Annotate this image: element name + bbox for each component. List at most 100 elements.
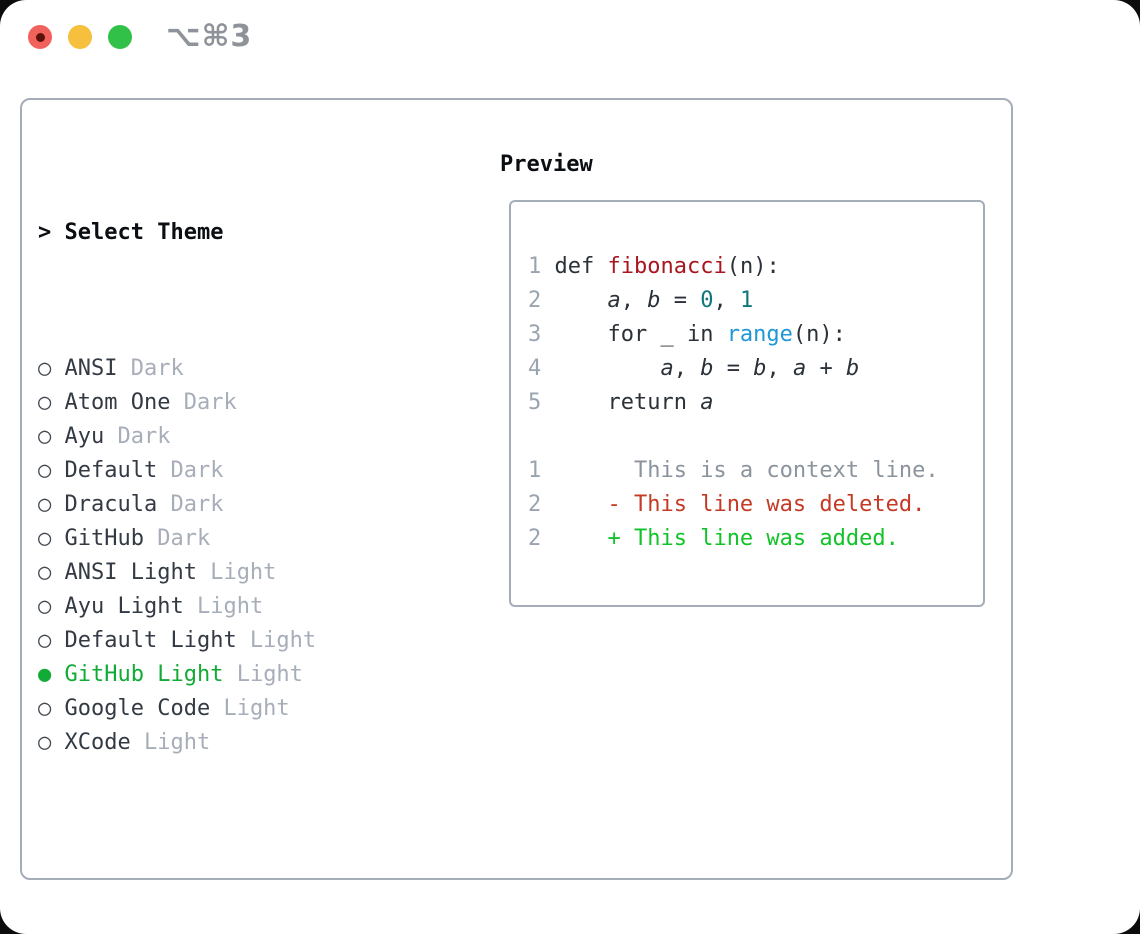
theme-variant: Light: [210, 696, 290, 721]
code-segment: a: [607, 288, 621, 313]
theme-option-ayu[interactable]: ○ Ayu Dark: [38, 420, 409, 454]
code-segment: =: [660, 288, 701, 313]
theme-option-xcode[interactable]: ○ XCode Light: [38, 726, 409, 760]
window-title: ⌥⌘3: [166, 19, 253, 54]
code-segment: [541, 288, 607, 313]
zoom-button[interactable]: [108, 25, 132, 49]
code-line: 2 + This line was added.: [528, 522, 939, 556]
close-button[interactable]: [28, 25, 52, 49]
radio-unselected-icon: ○: [38, 696, 65, 721]
line-number: 1: [528, 254, 542, 279]
theme-variant: Dark: [143, 526, 211, 551]
theme-variant: Light: [236, 628, 317, 653]
code-segment: ,: [766, 356, 793, 381]
code-segment: fibonacci: [607, 254, 727, 279]
minimize-button[interactable]: [68, 25, 92, 49]
theme-option-default-light[interactable]: ○ Default Light Light: [38, 624, 409, 658]
theme-variant: Light: [130, 730, 211, 755]
code-segment: return: [541, 390, 701, 415]
main-panel: > Select Theme ○ ANSI Dark○ Atom One Dar…: [20, 98, 1013, 880]
select-theme-header: > Select Theme: [38, 216, 409, 250]
radio-unselected-icon: ○: [38, 424, 65, 449]
spacer: [38, 862, 409, 896]
theme-option-atom-one[interactable]: ○ Atom One Dark: [38, 386, 409, 420]
code-line: 5 return a: [528, 386, 939, 420]
theme-option-dracula[interactable]: ○ Dracula Dark: [38, 488, 409, 522]
theme-variant: Light: [183, 594, 264, 619]
code-segment: a: [700, 390, 714, 415]
code-segment: (n):: [792, 322, 846, 347]
code-line: 3 for _ in range(n):: [528, 318, 939, 352]
code-segment: def: [541, 254, 608, 279]
code-line: [528, 420, 939, 454]
code-line: 1 def fibonacci(n):: [528, 250, 939, 284]
radio-unselected-icon: ○: [38, 458, 65, 483]
theme-name: ANSI: [64, 356, 118, 381]
theme-option-ansi[interactable]: ○ ANSI Dark: [38, 352, 409, 386]
code-segment: [541, 356, 660, 381]
code-segment: +: [806, 356, 846, 381]
theme-variant: Dark: [157, 492, 224, 517]
radio-unselected-icon: ○: [38, 560, 65, 585]
theme-name: Google Code: [64, 696, 211, 721]
code-segment: b: [753, 356, 767, 381]
radio-unselected-icon: ○: [38, 356, 65, 381]
line-number: 3: [528, 322, 542, 347]
code-segment: - This line was deleted.: [607, 492, 926, 517]
code-segment: =: [713, 356, 754, 381]
close-dot-icon: [35, 32, 45, 42]
code-segment: b: [845, 356, 860, 381]
preview-header: Preview: [500, 152, 593, 177]
code-segment: [541, 492, 607, 517]
code-line: 4 a, b = b, a + b: [528, 352, 939, 386]
theme-option-github-light[interactable]: ● GitHub Light Light: [38, 658, 409, 692]
code-segment: [541, 526, 607, 551]
code-segment: range: [726, 322, 793, 347]
code-segment: This is a context line.: [541, 458, 939, 483]
theme-name: GitHub: [64, 526, 144, 551]
code-segment: 0: [700, 288, 714, 313]
code-segment: a: [792, 356, 807, 381]
radio-selected-icon: ●: [38, 662, 65, 687]
select-theme-label: Select Theme: [64, 220, 224, 245]
radio-unselected-icon: ○: [38, 492, 65, 517]
theme-variant: Dark: [170, 390, 237, 415]
theme-variant: Light: [223, 662, 303, 687]
theme-name: Atom One: [64, 390, 171, 415]
line-number: 2: [528, 526, 542, 551]
theme-name: Default Light: [64, 628, 237, 653]
radio-unselected-icon: ○: [38, 730, 65, 755]
radio-unselected-icon: ○: [38, 390, 65, 415]
theme-variant: Dark: [157, 458, 224, 483]
line-number: 2: [528, 288, 542, 313]
radio-unselected-icon: ○: [38, 526, 65, 551]
theme-name: Default: [64, 458, 158, 483]
code-line: 1 This is a context line.: [528, 454, 939, 488]
code-segment: + This line was added.: [607, 526, 899, 551]
theme-name: GitHub Light: [64, 662, 224, 687]
theme-name: XCode: [64, 730, 131, 755]
code-segment: b: [700, 356, 714, 381]
code-segment: (n):: [726, 254, 780, 279]
theme-variant: Dark: [104, 424, 171, 449]
theme-picker: > Select Theme ○ ANSI Dark○ Atom One Dar…: [38, 148, 409, 934]
theme-name: Dracula: [64, 492, 158, 517]
code-line: 2 - This line was deleted.: [528, 488, 939, 522]
theme-name: Ayu: [64, 424, 105, 449]
theme-option-google-code[interactable]: ○ Google Code Light: [38, 692, 409, 726]
theme-list: ○ ANSI Dark○ Atom One Dark○ Ayu Dark○ De…: [38, 352, 409, 760]
code-line: 2 a, b = 0, 1: [528, 284, 939, 318]
theme-name: ANSI Light: [64, 560, 197, 585]
theme-option-ansi-light[interactable]: ○ ANSI Light Light: [38, 556, 409, 590]
theme-option-default[interactable]: ○ Default Dark: [38, 454, 409, 488]
theme-option-ayu-light[interactable]: ○ Ayu Light Light: [38, 590, 409, 624]
code-segment: ,: [673, 356, 701, 381]
theme-variant: Light: [196, 560, 277, 585]
theme-option-github[interactable]: ○ GitHub Dark: [38, 522, 409, 556]
cursor-prompt: >: [38, 220, 52, 245]
code-segment: b: [647, 288, 661, 313]
code-segment: for _ in: [541, 322, 727, 347]
